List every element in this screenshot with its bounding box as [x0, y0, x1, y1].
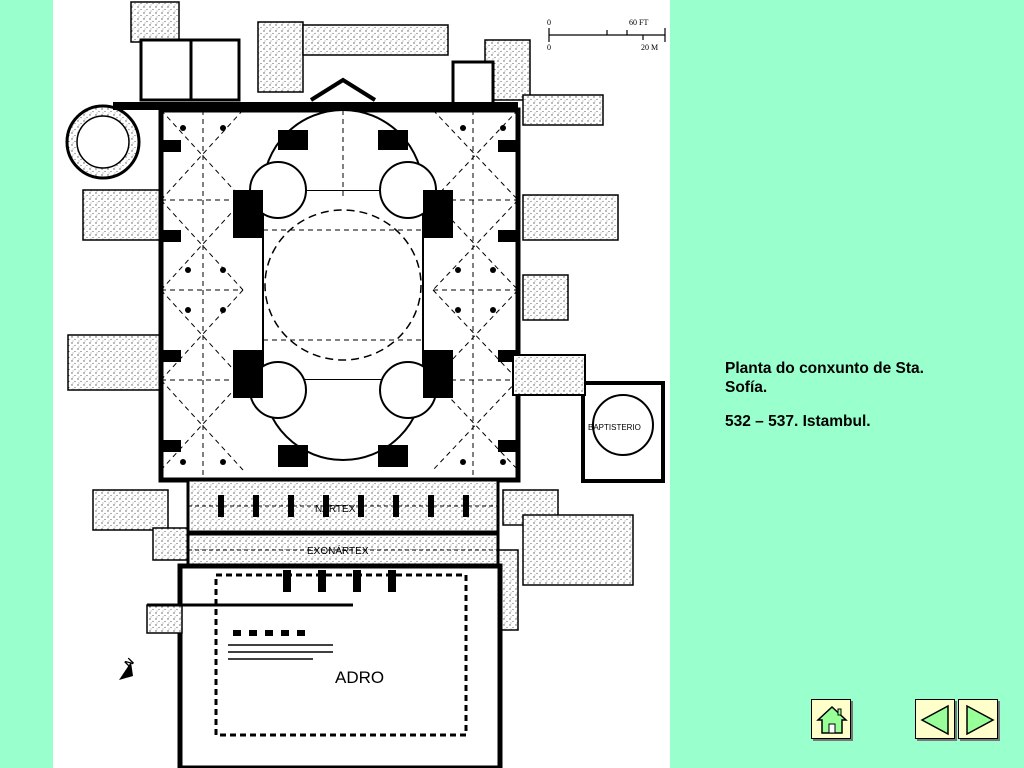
north-label: N [123, 656, 137, 670]
next-slide-button[interactable] [958, 699, 998, 739]
nartex-label: NÁRTEX [315, 502, 356, 515]
scale-zero-top: 0 [547, 18, 551, 27]
atrium [146, 563, 503, 768]
scale-bar [548, 28, 666, 42]
floor-plan-image: N 0 60 FT 0 20 M NÁRTEX EXONÁRTEX ADRO B… [53, 0, 670, 768]
hagia-sophia-plan-drawing: N 0 60 FT 0 20 M NÁRTEX EXONÁRTEX ADRO B… [65, 1, 666, 768]
scale-feet-label: 60 FT [629, 18, 648, 27]
scale-meters-label: 20 M [641, 43, 658, 52]
adro-label: ADRO [335, 668, 384, 687]
previous-slide-button[interactable] [915, 699, 955, 739]
caption-date: 532 – 537. Istambul. [725, 413, 871, 430]
baptistery [512, 354, 665, 483]
north-arrow: N [119, 656, 137, 680]
triangle-left-icon [920, 704, 949, 736]
baptisterio-label: BAPTISTERIO [588, 423, 641, 432]
home-icon [816, 705, 848, 734]
home-button[interactable] [811, 699, 851, 739]
round-structure [65, 104, 141, 180]
caption-title: Planta do conxunto de Sta. Sofía. [725, 360, 924, 396]
exonartex-label: EXONÁRTEX [307, 544, 369, 557]
north-annex [139, 38, 495, 109]
triangle-right-icon [966, 704, 995, 736]
main-church [113, 77, 521, 483]
scale-zero-bottom: 0 [547, 43, 551, 52]
